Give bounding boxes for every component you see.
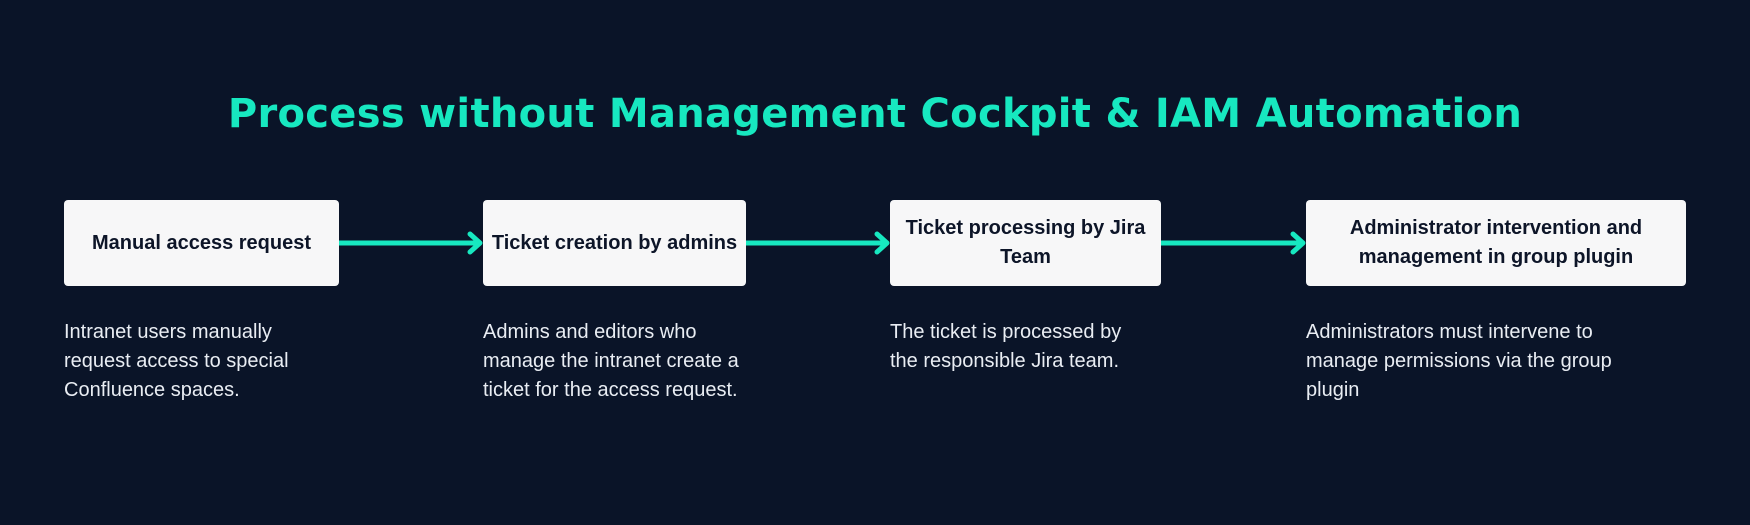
arrow-2-to-3 <box>743 231 890 255</box>
step-description-ticket-processing: The ticket is processed by the responsib… <box>890 321 1122 372</box>
step-box-ticket-processing: Ticket processing by Jira Team <box>890 200 1161 286</box>
arrow-1-to-2 <box>336 231 483 255</box>
arrow-3-to-4 <box>1158 231 1306 255</box>
step-label: Ticket processing by Jira Team <box>905 217 1146 268</box>
step-box-manual-access-request: Manual access request <box>64 200 339 286</box>
diagram-title: Process without Management Cockpit & IAM… <box>227 91 1523 137</box>
step-description-ticket-creation: Admins and editors who manage the intran… <box>483 321 739 401</box>
step-box-administrator-intervention: Administrator intervention and managemen… <box>1306 200 1686 286</box>
step-label: Manual access request <box>92 231 311 254</box>
step-box-ticket-creation: Ticket creation by admins <box>483 200 746 286</box>
step-description-manual-access-request: Intranet users manually request access t… <box>64 321 289 401</box>
step-description-administrator-intervention: Administrators must intervene to manage … <box>1306 321 1612 401</box>
step-label: Administrator intervention and managemen… <box>1349 217 1643 268</box>
step-label: Ticket creation by admins <box>491 231 738 254</box>
